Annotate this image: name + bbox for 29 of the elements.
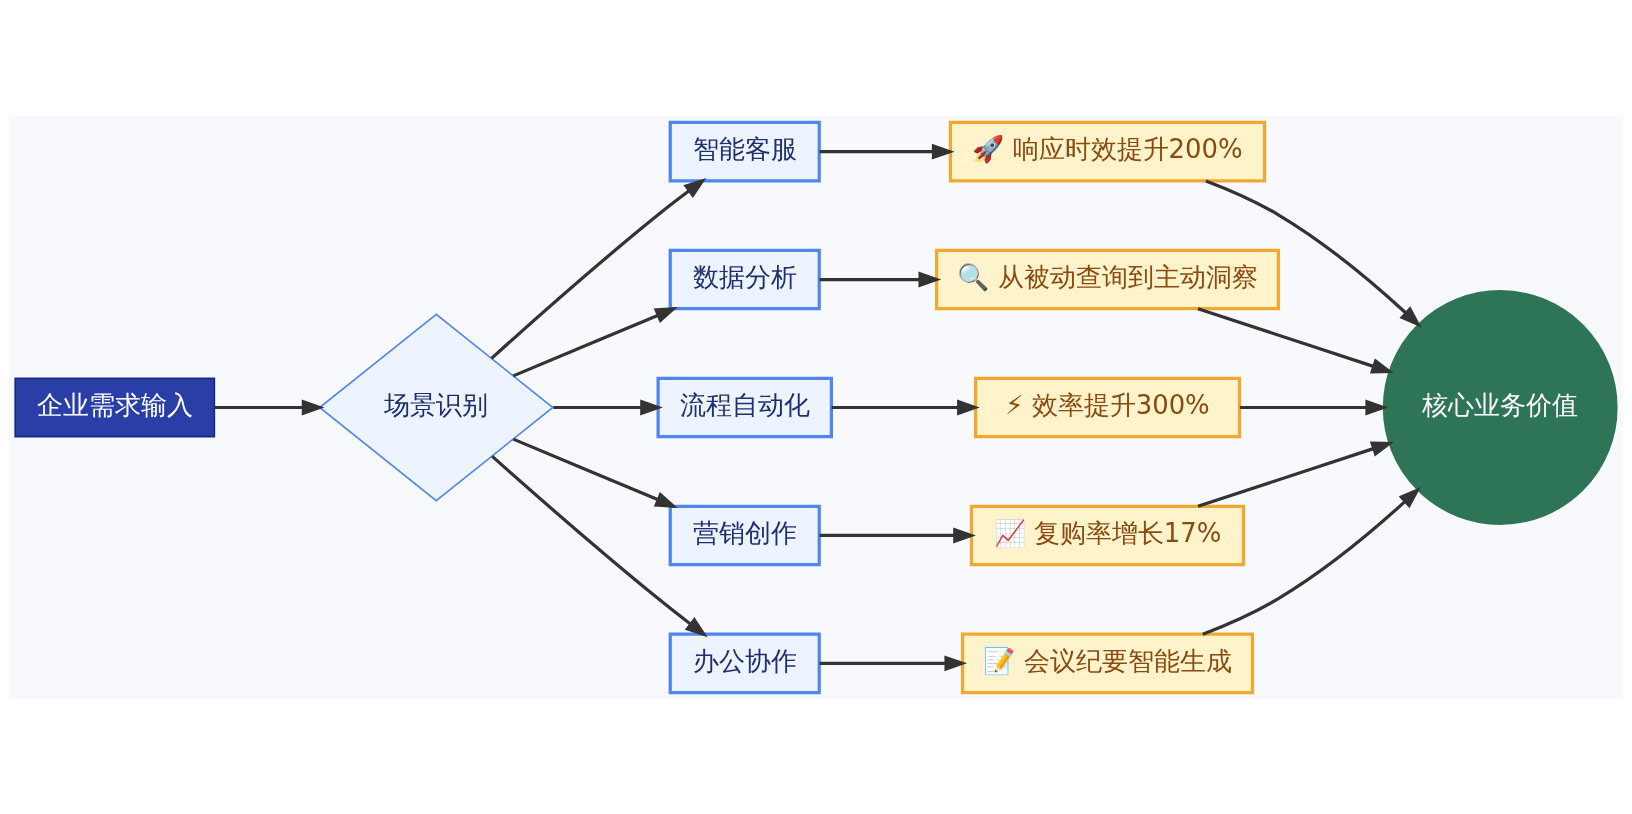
arrow <box>1197 440 1394 508</box>
node-box: 数据分析 <box>668 248 821 310</box>
node-box: 智能客服 <box>668 120 821 182</box>
arrow <box>1239 399 1389 415</box>
node-diamond: 场景识别 <box>318 312 555 502</box>
node-box: 营销创作 <box>668 504 821 566</box>
node-box: 🔍 从被动查询到主动洞察 <box>935 248 1280 310</box>
arrow <box>512 437 678 508</box>
arrow <box>1197 306 1394 374</box>
arrow <box>214 399 325 415</box>
node-box: 🚀 响应时效提升200% <box>948 120 1267 182</box>
arrow <box>1205 178 1422 328</box>
arrow <box>831 399 980 415</box>
node-box: ⚡ 效率提升300% <box>973 376 1242 438</box>
arrow <box>819 527 976 543</box>
arrow <box>819 654 968 671</box>
node-box: 📈 复购率增长17% <box>969 504 1246 566</box>
node-box: 企业需求输入 <box>14 377 216 437</box>
arrow <box>553 399 663 415</box>
node-box: 📝 会议纪要智能生成 <box>960 632 1255 694</box>
arrow <box>512 306 678 377</box>
arrow <box>491 454 708 637</box>
arrow <box>819 271 942 287</box>
arrow <box>1202 486 1421 636</box>
node-box: 办公协作 <box>668 632 821 694</box>
node-box: 流程自动化 <box>656 376 833 438</box>
arrow <box>819 143 955 160</box>
node-circle: 核心业务价值 <box>1382 289 1618 525</box>
arrow <box>490 177 707 360</box>
